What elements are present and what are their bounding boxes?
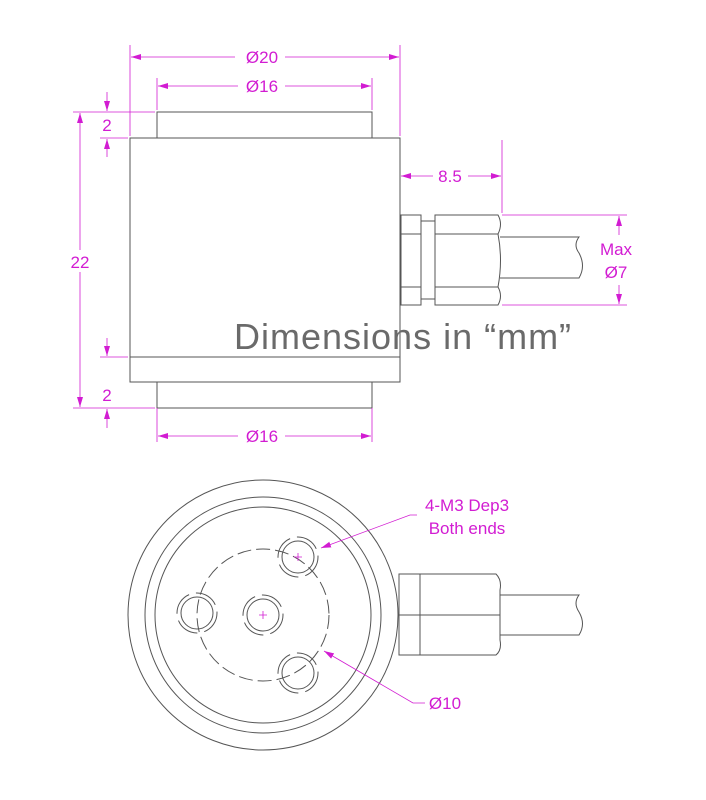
units-watermark: Dimensions in “mm”: [234, 316, 572, 357]
thread-note-line2: Both ends: [429, 519, 506, 538]
side-view-dimensions: Ø20 Ø16 Ø16 2 2 22 8.5 Max Ø7: [71, 45, 633, 446]
end-view: 4-M3 Dep3 Both ends Ø10: [127, 479, 583, 751]
threaded-holes: [176, 536, 319, 694]
threaded-hole: [277, 652, 319, 694]
bolt-circle-diameter: Ø10: [429, 694, 461, 713]
dim-flange-height-top: 2: [102, 116, 111, 135]
cable-connector-side: [400, 214, 583, 306]
bottom-flange: [156, 381, 373, 409]
threaded-hole: [176, 592, 218, 634]
outer-circle: [127, 479, 399, 751]
third-circle: [154, 506, 372, 724]
dim-flange-height-bottom: 2: [102, 386, 111, 405]
dim-flange-diameter-bottom: Ø16: [246, 427, 278, 446]
threaded-hole: [277, 536, 319, 578]
top-flange: [156, 111, 373, 139]
dim-cable-diameter: Ø7: [605, 263, 628, 282]
dim-outer-diameter: Ø20: [246, 48, 278, 67]
dim-cable-max-label: Max: [600, 240, 633, 259]
side-view: [129, 111, 583, 409]
bolt-circle: [196, 548, 330, 682]
thread-note-line1: 4-M3 Dep3: [425, 496, 509, 515]
cable-connector-end: [398, 573, 583, 656]
dim-flange-diameter-top: Ø16: [246, 77, 278, 96]
second-circle: [144, 496, 382, 734]
dim-total-height: 22: [71, 253, 90, 272]
threaded-hole: [242, 594, 284, 636]
dim-connector-length: 8.5: [438, 167, 462, 186]
